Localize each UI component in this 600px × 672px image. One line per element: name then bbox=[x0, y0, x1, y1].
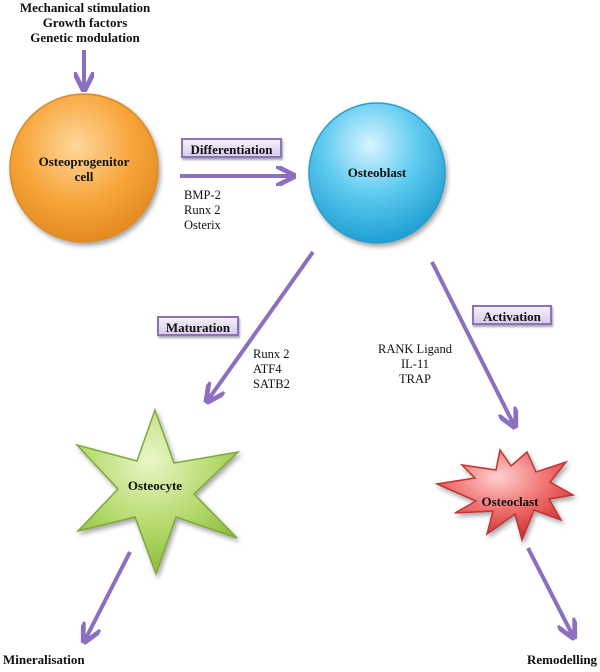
differentiation-factors: BMP-2 Runx 2 Osterix bbox=[184, 188, 221, 233]
osteoclast-label: Osteoclast bbox=[481, 494, 539, 509]
activation-label: Activation bbox=[472, 305, 552, 325]
factor-bmp2: BMP-2 bbox=[184, 188, 221, 202]
mineralisation-arrow bbox=[85, 551, 132, 640]
osteoprogenitor-label: Osteoprogenitor cell bbox=[24, 154, 144, 184]
osteocyte-shape bbox=[74, 407, 241, 577]
factor-runx2: Runx 2 bbox=[184, 203, 221, 217]
remodelling-label: Remodelling bbox=[527, 652, 598, 667]
factor-il11: IL-11 bbox=[401, 357, 429, 371]
factor-atf4: ATF4 bbox=[253, 362, 282, 376]
differentiation-label: Differentiation bbox=[181, 138, 282, 158]
osteoprogenitor-cell-shape bbox=[9, 93, 159, 243]
maturation-arrow bbox=[208, 250, 315, 400]
osteoclast-shape bbox=[434, 448, 576, 543]
factor-satb2: SATB2 bbox=[253, 377, 290, 391]
factor-trap: TRAP bbox=[399, 372, 431, 386]
remodelling-arrow bbox=[526, 547, 573, 636]
stimulus-mechanical: Mechanical stimulation bbox=[19, 0, 151, 15]
osteoblast-shape bbox=[308, 102, 446, 244]
maturation-factors: Runx 2 ATF4 SATB2 bbox=[253, 347, 290, 392]
factor-runx2: Runx 2 bbox=[253, 347, 290, 361]
stimulus-growth-factors: Growth factors bbox=[42, 15, 128, 30]
osteocyte-label: Osteocyte bbox=[127, 478, 183, 493]
osteoprogenitor-label-line2: cell bbox=[74, 169, 94, 184]
stimulus-genetic: Genetic modulation bbox=[30, 30, 140, 45]
activation-factors: RANK Ligand IL-11 TRAP bbox=[370, 342, 460, 387]
activation-arrow bbox=[430, 261, 514, 425]
osteoblast-label: Osteoblast bbox=[347, 165, 407, 180]
osteoprogenitor-label-line1: Osteoprogenitor bbox=[38, 154, 130, 169]
stimuli-list: Mechanical stimulation Growth factors Ge… bbox=[0, 0, 170, 45]
mineralisation-label: Mineralisation bbox=[3, 652, 85, 667]
maturation-label: Maturation bbox=[157, 316, 239, 336]
factor-osterix: Osterix bbox=[184, 218, 221, 232]
factor-rank-ligand: RANK Ligand bbox=[378, 342, 452, 356]
